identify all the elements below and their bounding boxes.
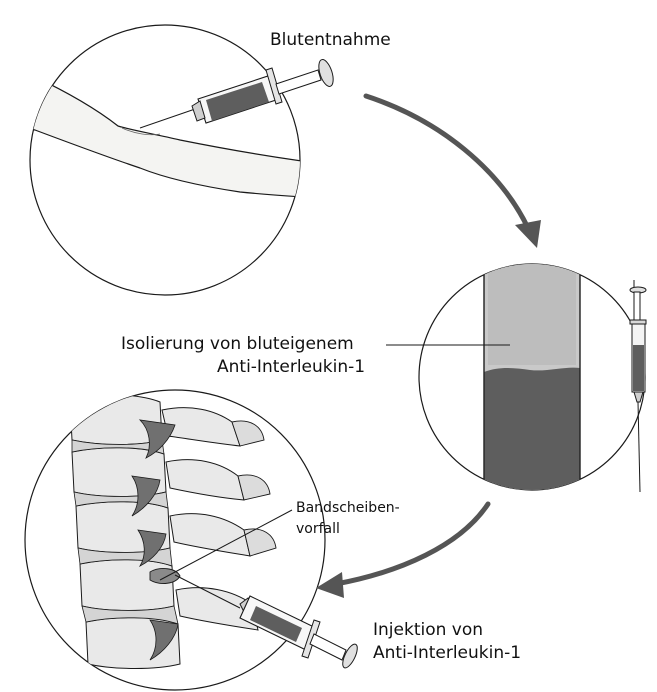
label-isolation-line1: Isolierung von bluteigenem — [121, 334, 354, 354]
syringe-small — [630, 280, 646, 492]
label-disc-line2: vorfall — [296, 521, 340, 538]
label-injection-line2: Anti-Interleukin-1 — [373, 643, 521, 663]
label-injection-line1: Injektion von — [373, 620, 483, 640]
label-blood-draw: Blutentnahme — [270, 30, 391, 50]
isolation-circle — [419, 255, 645, 500]
blood-draw-circle — [10, 25, 413, 295]
label-disc-line1: Bandscheiben- — [296, 500, 400, 517]
arrow-to-isolation — [366, 96, 541, 248]
spine-circle — [25, 390, 360, 690]
spine-illustration — [70, 395, 276, 669]
arrow-to-injection — [316, 504, 488, 598]
label-isolation-line2: Anti-Interleukin-1 — [217, 357, 365, 377]
blood-layer — [484, 368, 580, 500]
